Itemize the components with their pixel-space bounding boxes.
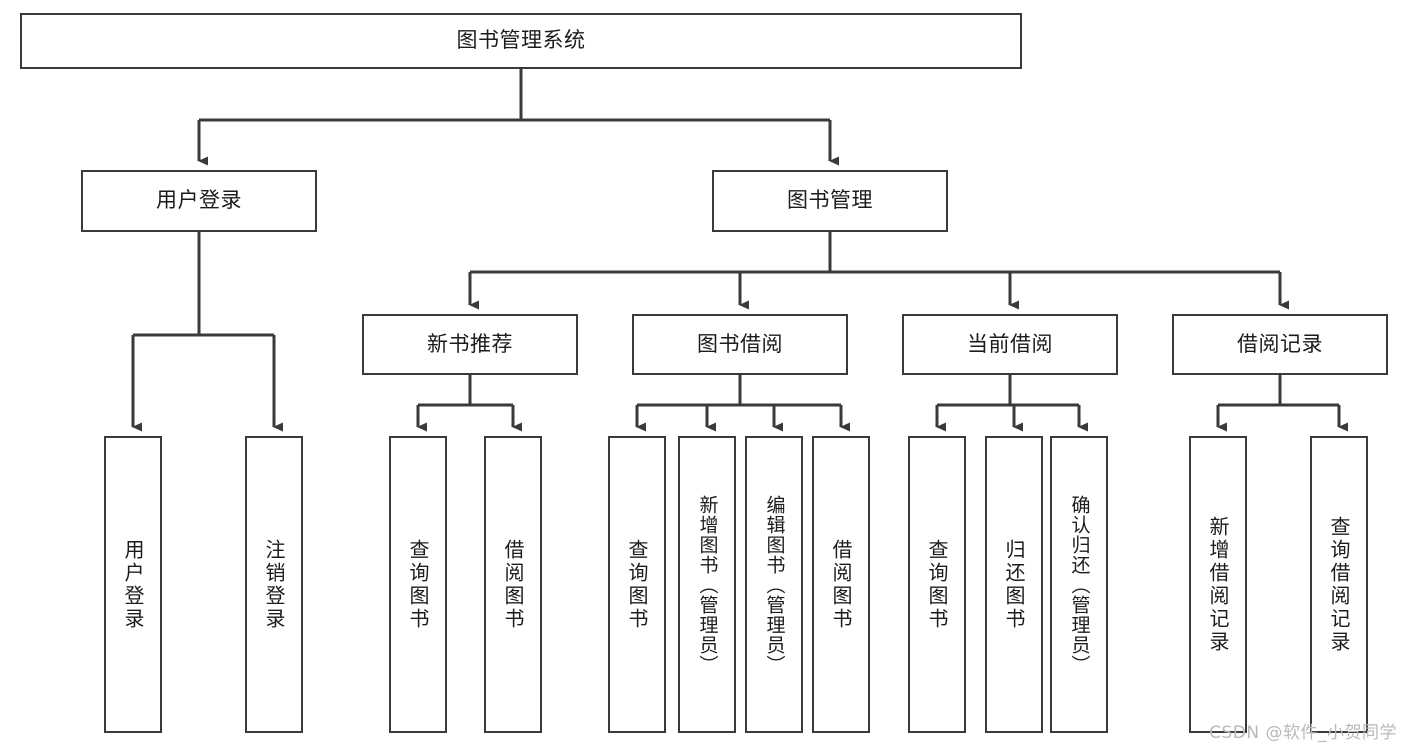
node-book-borrow[interactable]: 图书借阅: [632, 314, 848, 375]
node-leaf-user-login-label: 用户登录: [121, 538, 145, 631]
node-leaf-add-book[interactable]: 新增图书（管理员）: [678, 436, 736, 733]
node-leaf-query-book-2-label: 查询图书: [625, 538, 649, 631]
node-new-book-rec-label: 新书推荐: [427, 331, 513, 356]
node-leaf-edit-book-label: 编辑图书（管理员）: [763, 494, 786, 675]
node-user-login[interactable]: 用户登录: [81, 170, 317, 232]
node-root[interactable]: 图书管理系统: [20, 13, 1022, 69]
node-leaf-return-book[interactable]: 归还图书: [985, 436, 1043, 733]
node-root-label: 图书管理系统: [456, 28, 586, 53]
node-leaf-borrow-book-2-label: 借阅图书: [829, 538, 853, 631]
node-leaf-confirm-return-label: 确认归还（管理员）: [1068, 494, 1091, 675]
node-leaf-add-record[interactable]: 新增借阅记录: [1189, 436, 1247, 733]
node-leaf-borrow-book-2[interactable]: 借阅图书: [812, 436, 870, 733]
node-leaf-query-book-1[interactable]: 查询图书: [389, 436, 447, 733]
node-leaf-confirm-return[interactable]: 确认归还（管理员）: [1050, 436, 1108, 733]
node-current-borrow-label: 当前借阅: [967, 331, 1053, 356]
node-user-login-label: 用户登录: [156, 188, 242, 213]
node-new-book-rec[interactable]: 新书推荐: [362, 314, 578, 375]
node-leaf-return-book-label: 归还图书: [1002, 538, 1026, 631]
node-current-borrow[interactable]: 当前借阅: [902, 314, 1118, 375]
node-leaf-borrow-book-1[interactable]: 借阅图书: [484, 436, 542, 733]
node-borrow-record-label: 借阅记录: [1237, 331, 1323, 356]
node-leaf-edit-book[interactable]: 编辑图书（管理员）: [745, 436, 803, 733]
node-leaf-query-book-2[interactable]: 查询图书: [608, 436, 666, 733]
node-leaf-borrow-book-1-label: 借阅图书: [501, 538, 525, 631]
node-leaf-user-login[interactable]: 用户登录: [104, 436, 162, 733]
node-borrow-record[interactable]: 借阅记录: [1172, 314, 1388, 375]
node-leaf-logout[interactable]: 注销登录: [245, 436, 303, 733]
node-leaf-query-book-1-label: 查询图书: [406, 538, 430, 631]
csdn-watermark: CSDN @软件_小贺同学: [1209, 723, 1397, 743]
node-leaf-query-record-label: 查询借阅记录: [1327, 515, 1351, 654]
node-leaf-query-book-3-label: 查询图书: [925, 538, 949, 631]
node-book-borrow-label: 图书借阅: [697, 331, 783, 356]
node-book-manage[interactable]: 图书管理: [712, 170, 948, 232]
node-leaf-add-book-label: 新增图书（管理员）: [696, 494, 719, 675]
node-leaf-add-record-label: 新增借阅记录: [1206, 515, 1230, 654]
node-book-manage-label: 图书管理: [787, 188, 873, 213]
node-leaf-logout-label: 注销登录: [262, 538, 286, 631]
node-leaf-query-book-3[interactable]: 查询图书: [908, 436, 966, 733]
node-leaf-query-record[interactable]: 查询借阅记录: [1310, 436, 1368, 733]
